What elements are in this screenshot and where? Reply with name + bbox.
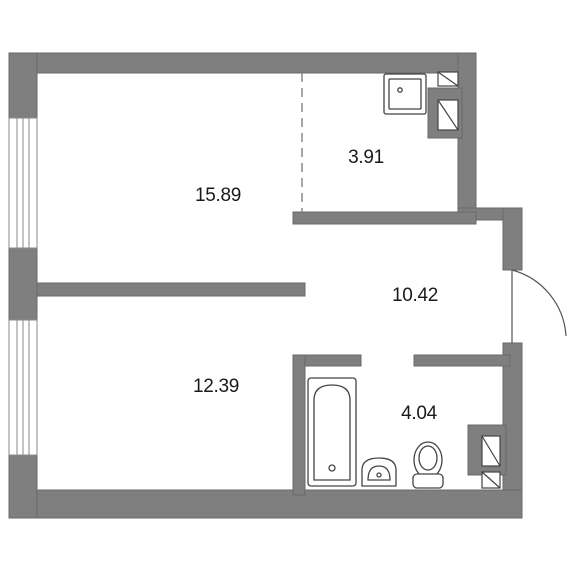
wall-top [8, 52, 477, 74]
bathtub-icon [307, 377, 357, 487]
door-swing [511, 269, 567, 337]
entrance-door[interactable] [511, 269, 567, 343]
area-label-bathroom: 4.04 [401, 403, 438, 424]
toilet-icon [412, 441, 444, 489]
wall-bathroom-left [292, 354, 306, 496]
area-labels: 15.89 3.91 10.42 12.39 4.04 [193, 147, 438, 424]
shaft-details [437, 71, 501, 489]
area-label-hallway: 10.42 [392, 285, 438, 306]
shower-icon [383, 73, 427, 115]
wall-right-door-jamb-top [502, 207, 523, 271]
area-label-bedroom: 12.39 [193, 376, 239, 397]
area-label-storage: 3.91 [348, 147, 384, 168]
wall-left-middle [8, 247, 38, 321]
sink-icon [361, 457, 397, 487]
outer-walls [8, 52, 523, 519]
wall-bottom [8, 489, 523, 519]
wall-left-bottom [8, 454, 38, 519]
wall-bathroom-top-right [413, 354, 511, 367]
windows [8, 117, 38, 456]
wall-storage-bottom [292, 211, 477, 225]
wall-left-top [8, 52, 38, 119]
fixtures [307, 73, 444, 489]
area-label-living-room: 15.89 [195, 185, 241, 206]
wall-living-bedroom [36, 282, 306, 297]
